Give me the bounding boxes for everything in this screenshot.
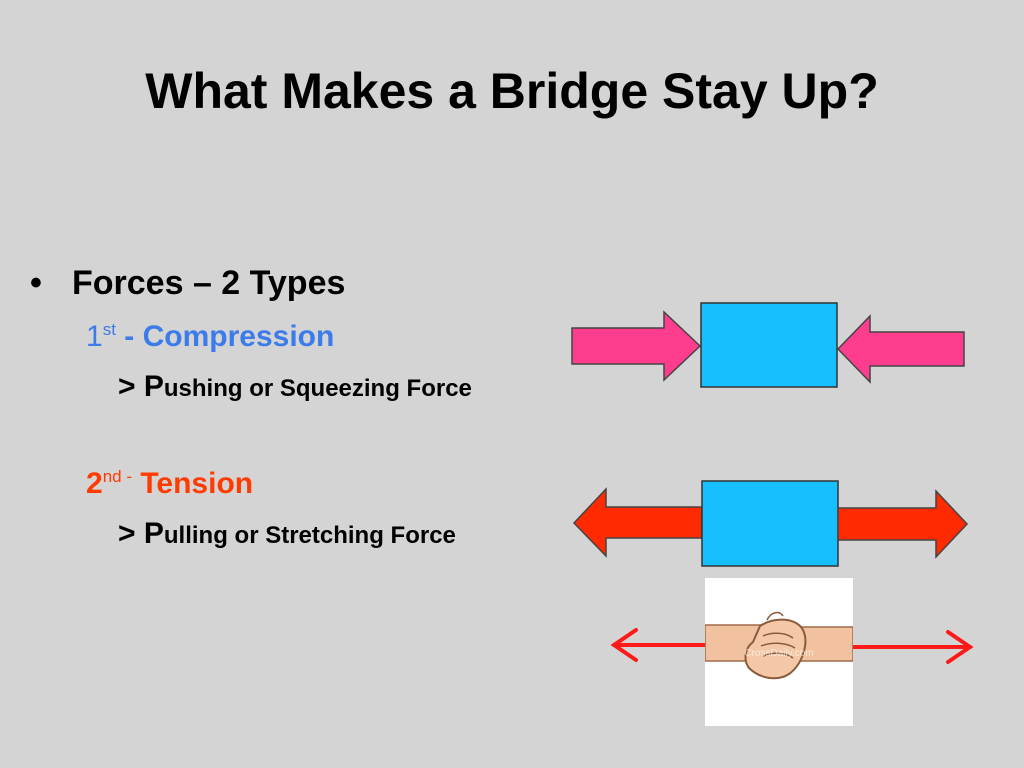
tension-heading: 2nd - Tension [86, 467, 253, 501]
handshake-image: CrossDaily.com [704, 578, 854, 726]
tension-arrow-left-icon [572, 487, 703, 558]
tension-desc-text: ulling or Stretching Force [163, 522, 456, 549]
thin-arrow-left-icon [610, 628, 707, 662]
tension-arrow-right-icon [837, 489, 969, 559]
tension-block [701, 480, 839, 567]
tension-desc-prefix: > P [118, 517, 164, 550]
tension-label: Tension [131, 467, 254, 500]
handshake-icon: CrossDaily.com [704, 611, 854, 680]
tension-description: > Pulling or Stretching Force [118, 517, 456, 551]
compression-desc-prefix: > P [118, 370, 164, 403]
thin-arrow-right-icon [851, 630, 974, 664]
compression-label: Compression [142, 320, 335, 353]
compression-number: 1 [86, 320, 103, 353]
bullet-forces: • Forces – 2 Types [30, 264, 345, 303]
compression-desc-text: ushing or Squeezing Force [163, 375, 472, 402]
bullet-text: Forces – 2 Types [72, 264, 346, 302]
slide-title: What Makes a Bridge Stay Up? [145, 63, 879, 119]
handshake-watermark: CrossDaily.com [744, 648, 813, 659]
compression-arrow-right-icon [836, 314, 965, 384]
compression-description: > Pushing or Squeezing Force [118, 370, 472, 404]
bullet-marker: • [30, 264, 42, 302]
compression-separator: - [115, 320, 143, 353]
compression-block [700, 302, 838, 388]
tension-number: 2 [86, 467, 103, 500]
tension-ordinal: nd - [102, 467, 132, 486]
compression-ordinal: st [102, 320, 116, 339]
compression-heading: 1st - Compression [86, 320, 334, 354]
compression-arrow-left-icon [571, 310, 702, 382]
